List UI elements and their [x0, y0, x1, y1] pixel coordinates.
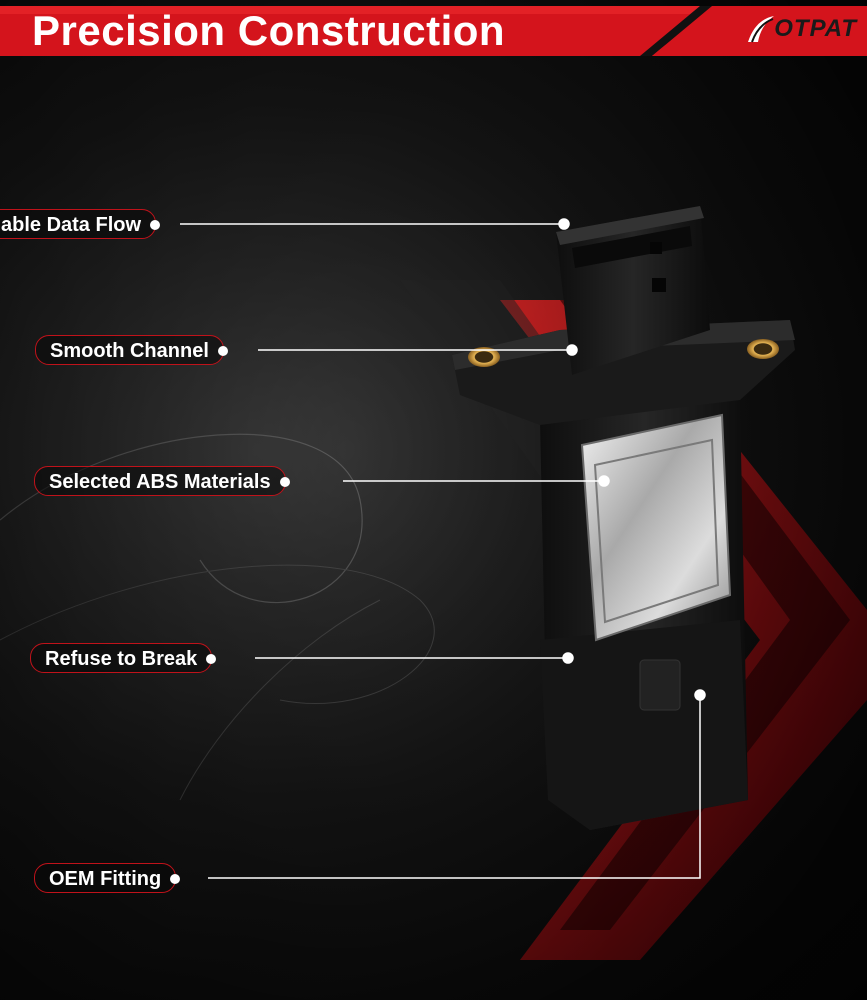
callout-dot [206, 654, 217, 664]
callout-smooth-channel: Smooth Channel [35, 335, 228, 365]
callout-abs-materials: Selected ABS Materials [34, 466, 290, 496]
red-swoosh-logo-icon [748, 16, 775, 43]
callout-dot [279, 477, 290, 487]
callout-oem-fitting: OEM Fitting [34, 863, 181, 893]
page-title: Precision Construction [32, 7, 506, 54]
callout-label: OEM Fitting [49, 868, 162, 890]
brand-name: OTPAT [774, 15, 857, 42]
callout-dot [217, 346, 228, 356]
callout-dot [170, 874, 181, 884]
callout-dot [150, 220, 161, 230]
callout-label: able Data Flow [1, 214, 142, 236]
callout-refuse-to-break: Refuse to Break [30, 643, 217, 673]
callout-data-flow: able Data Flow [0, 209, 161, 239]
callout-label: Selected ABS Materials [49, 471, 271, 493]
callout-label: Refuse to Break [45, 648, 198, 670]
header-background [0, 6, 867, 56]
callout-label: Smooth Channel [50, 340, 209, 362]
header-banner: Precision Construction OTPAT [0, 0, 867, 58]
brand-logo: OTPAT [746, 12, 857, 46]
